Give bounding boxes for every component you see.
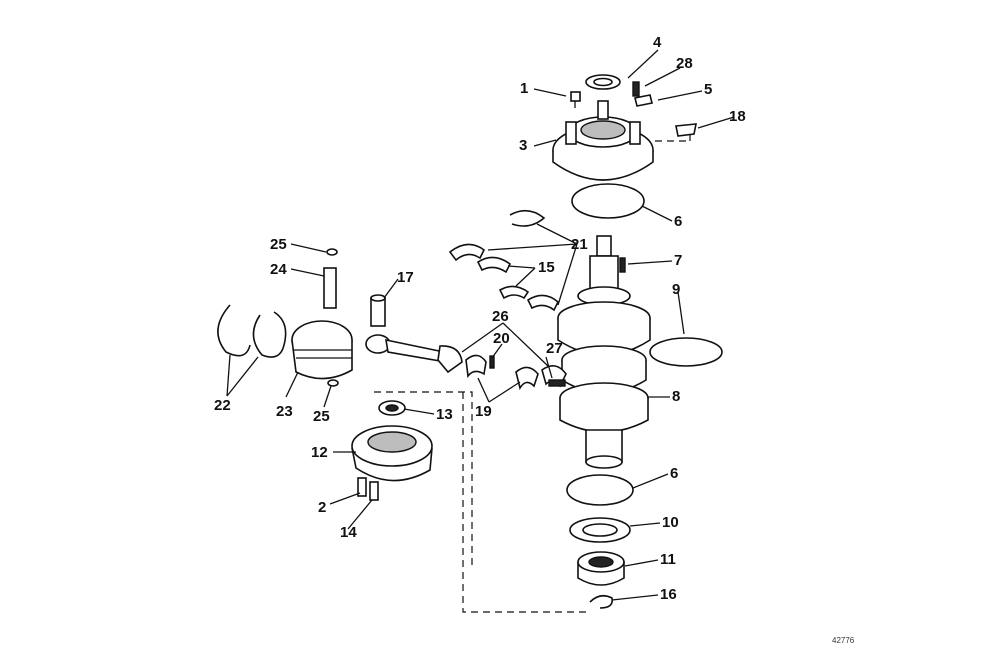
piston-pin (323, 267, 337, 309)
connecting-rod (365, 334, 463, 374)
screw-1 (570, 91, 581, 108)
needle-bearing-17 (370, 294, 386, 327)
callout-23: 23 (276, 403, 293, 420)
seal-10 (569, 517, 631, 543)
callout-21: 21 (571, 236, 588, 253)
callout-3: 3 (519, 137, 527, 154)
callout-11: 11 (660, 551, 676, 568)
pin-7 (619, 257, 626, 273)
callout-16: 16 (660, 586, 677, 603)
o-ring-upper (571, 183, 645, 219)
callout-4: 4 (653, 34, 662, 51)
callout-8: 8 (672, 388, 680, 405)
screws-2-14 (357, 477, 379, 501)
lower-bearing-housing (351, 425, 433, 482)
screw-28 (632, 81, 640, 97)
upper-bearing-housing (552, 100, 654, 181)
figure-number: 42776 (832, 636, 855, 645)
callout-20: 20 (493, 330, 510, 347)
o-ring-lower (566, 474, 634, 506)
callout-25-lower: 25 (313, 408, 330, 425)
callout-7: 7 (674, 252, 682, 269)
callout-19: 19 (475, 403, 492, 420)
seal-13 (378, 400, 406, 416)
callout-10: 10 (662, 514, 679, 531)
callout-26: 26 (492, 308, 509, 325)
bearing-halves (448, 243, 559, 312)
rod-cap (541, 365, 567, 388)
bracket-18 (655, 123, 697, 142)
callout-15: 15 (538, 259, 555, 276)
leader-lines (226, 49, 735, 601)
callout-13: 13 (436, 406, 453, 423)
callout-6-lower: 6 (670, 465, 678, 482)
piston (291, 320, 353, 380)
callout-25-upper: 25 (270, 236, 287, 253)
callout-14: 14 (340, 524, 357, 541)
retaining-ring-16 (589, 594, 614, 609)
callout-9: 9 (672, 281, 680, 298)
retaining-ring-21 (509, 209, 546, 227)
ball-bearing-11 (577, 551, 625, 586)
callout-24: 24 (270, 261, 287, 278)
callout-17: 17 (397, 269, 414, 286)
callout-5: 5 (704, 81, 712, 98)
callout-12: 12 (311, 444, 328, 461)
callout-22: 22 (214, 397, 231, 414)
lock-ring-lower (327, 379, 339, 387)
callout-2: 2 (318, 499, 326, 516)
callout-28: 28 (676, 55, 693, 72)
rod-bearing-halves (465, 354, 539, 391)
callout-1: 1 (520, 80, 528, 97)
lock-ring-upper (326, 248, 338, 256)
dashed-guide (374, 391, 587, 613)
callout-18: 18 (729, 108, 746, 125)
callout-6-upper: 6 (674, 213, 682, 230)
piston-rings (217, 304, 287, 358)
ring-9 (649, 337, 723, 367)
crankshaft (557, 235, 651, 469)
callout-27: 27 (546, 340, 563, 357)
clip-5 (634, 94, 653, 107)
thrust-washer (585, 74, 621, 90)
